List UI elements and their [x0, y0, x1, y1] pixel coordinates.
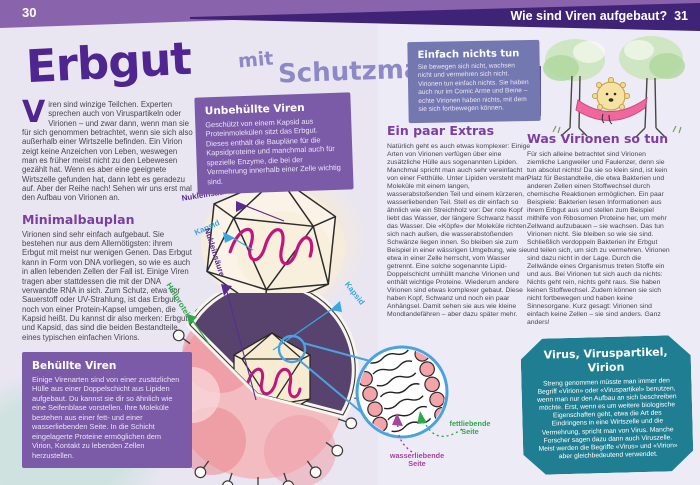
infobox-title: Unbehüllte Viren — [204, 101, 305, 118]
title-main: Erbgut — [24, 31, 193, 94]
heading-ein-paar-extras: Ein paar Extras — [387, 123, 495, 138]
page-number-right: 31 — [674, 9, 688, 23]
infobox-text: Geschützt von einem Kapsid aus Proteinmo… — [205, 116, 341, 187]
intro-text: iren sind winzige Teilchen. Experten spr… — [22, 100, 193, 203]
hammock — [575, 96, 648, 121]
chapter-title: Wie sind Viren aufgebaut? — [510, 9, 668, 23]
infobox-einfach-nichts-tun: Einfach nichts tun Sie bewegen sich nich… — [407, 39, 541, 123]
rna-strand — [244, 367, 302, 399]
wastun-column: Was Virionen so tun Für sich alleine bet… — [527, 131, 670, 327]
label-fat-loving-side: fettliebende Seite — [449, 419, 491, 437]
header-band — [0, 0, 700, 31]
virus-character — [592, 77, 631, 125]
label-water-loving-side: wasserliebende Seite — [389, 451, 445, 469]
dotted-connector-water-loving — [392, 413, 413, 453]
infobox-title: Behüllte Viren — [32, 360, 117, 372]
heading-minimalbauplan: Minimalbauplan — [22, 211, 135, 227]
hammock-scene-illustration — [523, 36, 685, 138]
rna-strand — [228, 227, 314, 266]
extras-text: Natürlich geht es auch etwas komplexer: … — [387, 142, 531, 319]
page-number-left: 30 — [22, 5, 37, 20]
page-title: Erbgut mit Schutzmantel — [25, 32, 480, 96]
infobox-virus-virion: Virus, Viruspartikel, Virion Streng geno… — [520, 335, 694, 475]
wastun-text: Für sich alleine betrachtet sind Virione… — [527, 150, 670, 327]
infobox-text: Streng genommen müsste man immer den Beg… — [537, 376, 678, 461]
infobox-behuellte-viren: Behüllte Viren Einige Virenarten sind vo… — [22, 352, 192, 469]
dropcap: V — [22, 95, 46, 130]
infobox-unbehuellte-viren: Unbehüllte Viren Geschützt von einem Kap… — [194, 92, 354, 195]
infobox-title: Virus, Viruspartikel, Virion — [543, 345, 668, 375]
tree-right — [619, 36, 685, 138]
infobox-title: Einfach nichts tun — [417, 48, 520, 61]
heading-was-virionen-so-tun: Was Virionen so tun — [527, 131, 669, 146]
chapter-header: Wie sind Viren aufgebaut? 31 — [510, 9, 688, 23]
extras-column: Ein paar Extras Natürlich geht es auch e… — [387, 123, 531, 319]
minimalbauplan-text: Virionen sind sehr einfach aufgebaut. Si… — [22, 229, 192, 342]
tree-left — [543, 39, 605, 137]
title-mit: mit — [237, 47, 275, 73]
infobox-text: Sie bewegen sich nicht, wachsen nicht un… — [417, 62, 529, 114]
infobox-text: Einige Virenarten sind von einer zusätzl… — [32, 375, 180, 460]
